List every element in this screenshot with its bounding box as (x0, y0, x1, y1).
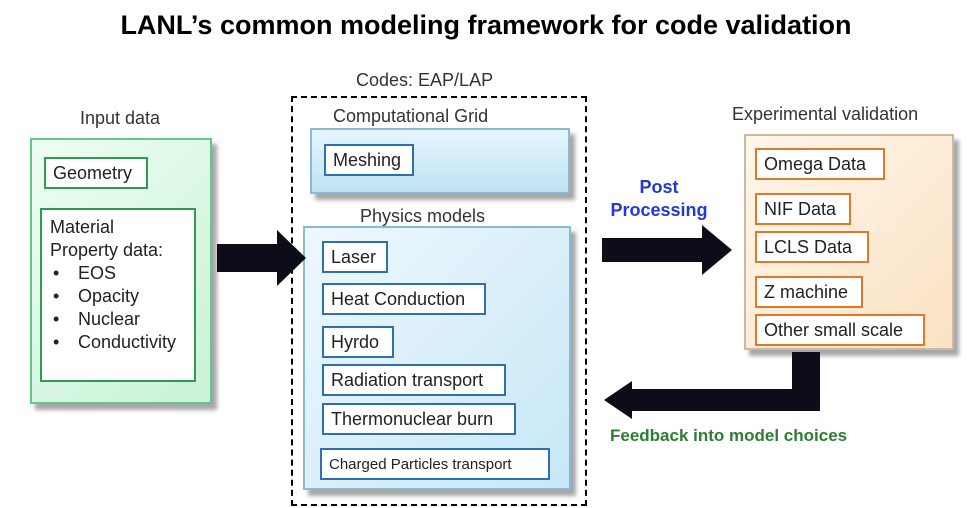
meshing-box: Meshing (324, 144, 414, 176)
material-property-box: Material Property data: EOS Opacity Nucl… (40, 208, 196, 382)
post-processing-line1: Post (639, 177, 679, 197)
material-title-line1: Material (50, 217, 115, 237)
codes-dashed-boundary (291, 96, 587, 506)
physics-item-charged-particles: Charged Particles transport (320, 448, 550, 480)
material-title-line2: Property data: (50, 240, 164, 260)
diagram-title: LANL’s common modeling framework for cod… (120, 10, 852, 40)
post-processing-line2: Processing (610, 200, 708, 220)
computational-grid-heading: Computational Grid (333, 106, 489, 126)
codes-heading: Codes: EAP/LAP (356, 70, 494, 90)
feedback-label: Feedback into model choices (610, 426, 848, 445)
physics-item-heat-conduction: Heat Conduction (322, 283, 486, 315)
feedback-arrow (604, 352, 820, 419)
post-processing-label: Post Processing (600, 176, 718, 222)
exp-item-nif: NIF Data (755, 193, 851, 225)
physics-item-thermonuclear-burn: Thermonuclear burn (322, 403, 516, 435)
codes-to-validation-arrow (602, 225, 732, 275)
geometry-box: Geometry (44, 157, 148, 189)
input-data-heading: Input data (80, 108, 161, 128)
material-item-opacity: Opacity (50, 285, 186, 308)
exp-item-other-small-scale: Other small scale (755, 314, 925, 346)
exp-item-z-machine: Z machine (755, 276, 863, 308)
physics-item-radiation-transport: Radiation transport (322, 364, 506, 396)
material-property-list: EOS Opacity Nuclear Conductivity (50, 262, 186, 354)
physics-item-hydro: Hyrdo (322, 326, 394, 358)
computational-grid-panel (310, 128, 570, 194)
exp-item-lcls: LCLS Data (755, 231, 869, 263)
material-item-eos: EOS (50, 262, 186, 285)
input-to-codes-arrow (217, 230, 306, 286)
exp-item-omega: Omega Data (755, 148, 885, 180)
physics-item-laser: Laser (322, 241, 388, 273)
material-item-nuclear: Nuclear (50, 308, 186, 331)
experimental-validation-heading: Experimental validation (732, 104, 919, 124)
physics-models-heading: Physics models (360, 206, 486, 226)
material-item-conductivity: Conductivity (50, 331, 186, 354)
